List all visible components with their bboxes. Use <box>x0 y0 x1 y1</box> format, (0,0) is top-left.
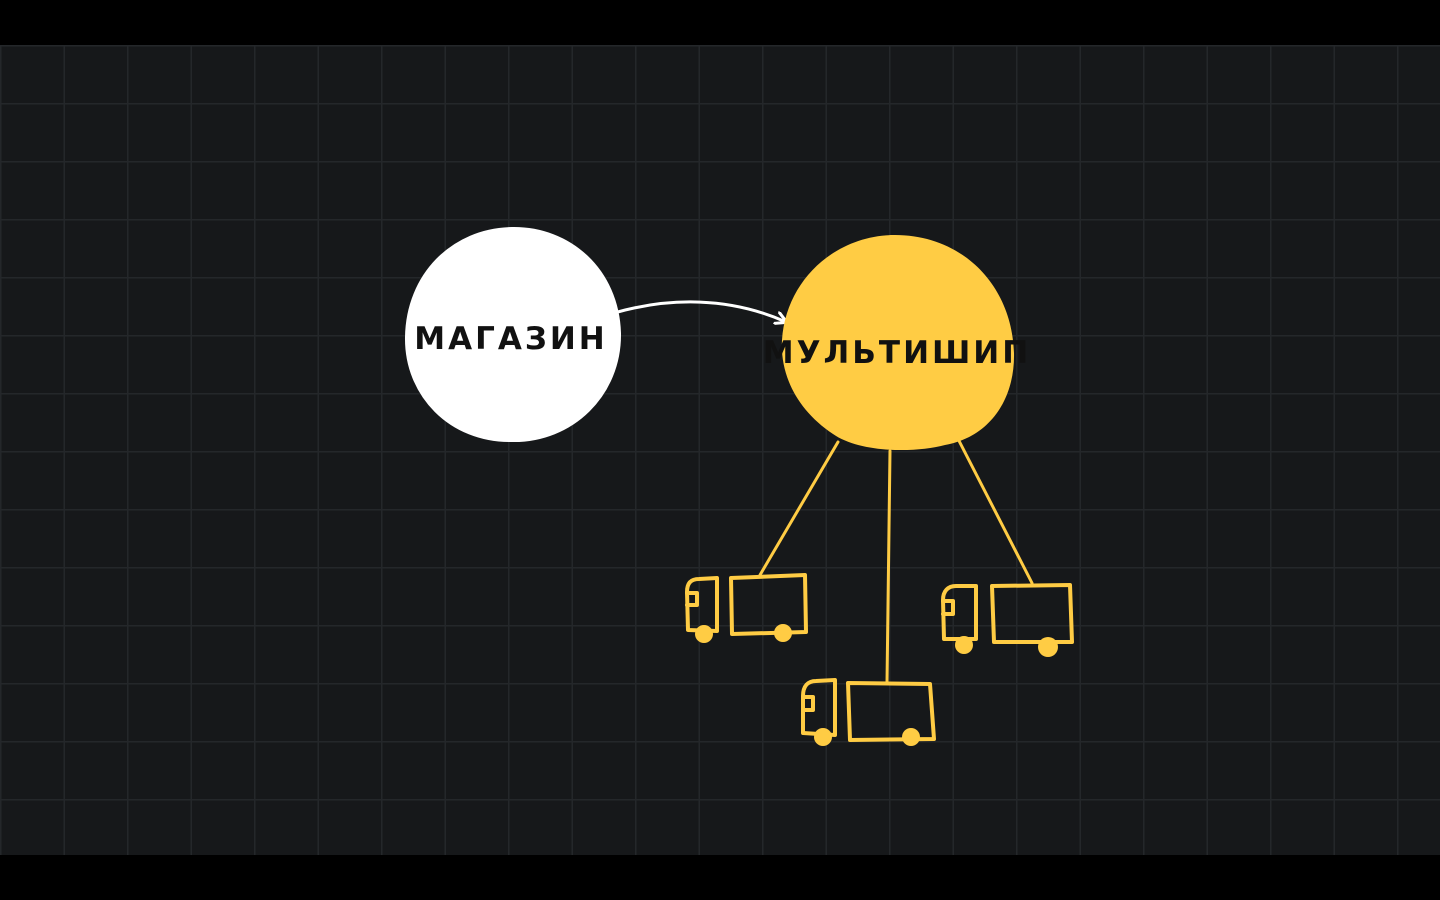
letterbox-bottom <box>0 855 1440 900</box>
edge-hub-to-truck-1 <box>758 440 840 577</box>
truck-icon <box>941 583 1074 657</box>
diagram-canvas: МАГАЗИН МУЛЬТИШИП <box>0 45 1440 855</box>
node-store-label: МАГАЗИН <box>414 321 608 357</box>
letterbox-top <box>0 0 1440 45</box>
edge-hub-to-truck-2 <box>885 449 892 685</box>
node-hub-label: МУЛЬТИШИП <box>763 335 1031 371</box>
truck-icon <box>801 678 936 746</box>
node-store-circle <box>404 226 622 443</box>
diagram-svg: МАГАЗИН МУЛЬТИШИП <box>404 226 1074 746</box>
truck-3 <box>941 583 1074 657</box>
edge-store-to-hub <box>612 300 786 322</box>
truck-2 <box>801 678 936 746</box>
node-hub-circle <box>781 234 1015 451</box>
node-hub: МУЛЬТИШИП <box>763 234 1031 451</box>
truck-1 <box>685 573 808 643</box>
node-store: МАГАЗИН <box>404 226 622 443</box>
truck-icon <box>685 573 808 643</box>
edge-hub-to-truck-3 <box>953 431 1034 585</box>
